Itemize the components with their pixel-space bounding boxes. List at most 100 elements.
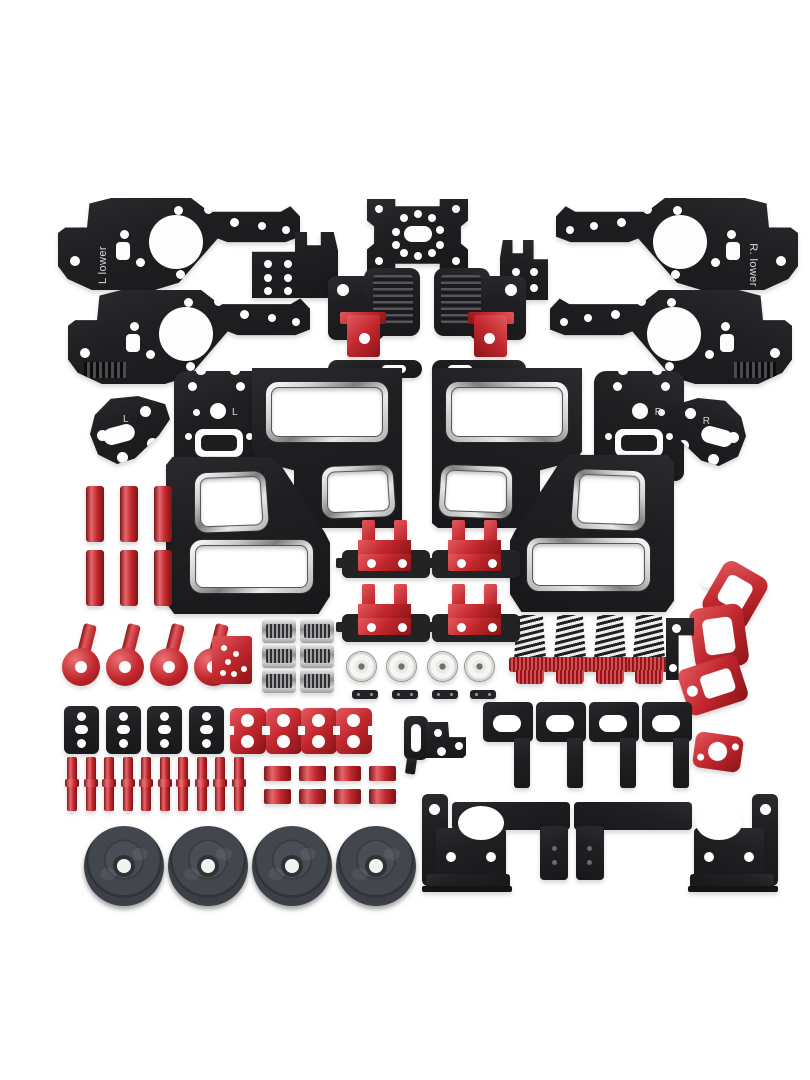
hole [455,742,463,750]
part-detail [589,657,631,672]
pad-plate-black [64,706,99,754]
part-detail [549,657,591,672]
frame-plate-lower-right [510,450,674,612]
part-detail [266,674,292,688]
hole [147,438,158,449]
pad-plate-red [265,708,303,754]
hole [452,205,460,213]
hole [216,260,225,269]
hole [436,226,444,234]
part-detail [369,859,383,873]
hole [284,260,292,268]
hole [277,735,290,748]
part-detail [546,715,574,732]
hole [117,452,128,463]
hole [258,222,266,230]
ribbed-pin [102,757,116,811]
hole [530,284,538,292]
part-detail [321,464,396,519]
hole [230,218,239,227]
hole [437,747,446,756]
hole [214,297,223,306]
belt-tensioner-clip [426,584,520,642]
hole [618,367,628,375]
part-detail [532,543,645,586]
idler-pulley [300,644,334,668]
part-detail [117,859,131,873]
hole [661,382,670,391]
flanged-bearing [427,651,458,682]
hole [611,310,620,319]
part-detail [199,475,264,528]
part-detail [384,848,400,860]
part-detail [266,624,292,638]
cam-lever [104,622,150,686]
hole [75,661,87,673]
extruder-mount-left [328,268,422,378]
hole [770,348,780,358]
standoff-tube [154,486,172,542]
hole [230,367,240,375]
part-detail [195,545,308,588]
part-detail [596,670,624,684]
hole [392,241,400,249]
hole [101,422,137,447]
part-detail [509,657,551,672]
part-detail [121,779,135,787]
hand-wheel [84,826,164,906]
hole [236,382,245,391]
leveling-spring-knob [628,615,670,685]
hole [428,249,436,257]
hole [231,671,237,677]
hole [566,226,574,234]
idler-pulley [262,619,296,643]
hole [117,725,130,734]
part-detail [190,540,313,593]
ribbed-pin [65,757,79,811]
hole [246,433,253,440]
part-detail [448,604,501,619]
part-detail [652,715,680,732]
xy-joint-plate-l-lower: L lower [58,198,300,290]
hole [200,725,213,734]
hole [647,307,701,361]
part-detail [576,473,641,526]
pad-plate-black [147,706,182,754]
hole [590,222,598,230]
hole [721,322,730,331]
hole [392,228,400,236]
hole [347,714,360,727]
hole [368,726,373,735]
hole [560,318,568,326]
hole [505,284,517,296]
part-detail [448,540,501,555]
hole [70,256,80,266]
part-detail [493,715,521,732]
pad-plate-black [189,706,224,754]
hole [233,651,239,657]
hole [176,270,185,279]
hole [673,206,682,215]
hole [264,274,272,282]
hook-rail-bracket [536,702,586,788]
part-detail [550,290,792,384]
extruder-mount-right [432,268,526,378]
x-carriage-plate [367,199,468,271]
spacer-ring [369,789,396,804]
hole [136,258,145,267]
part-detail [527,538,650,591]
cam-lever [148,622,194,686]
part-detail [358,604,411,619]
hole [312,714,325,727]
part-detail [437,693,440,696]
part-detail [285,859,299,873]
hole [637,297,646,306]
hole [221,645,227,651]
engraving-r-lower: R. lower [747,243,759,287]
hole [284,287,292,295]
part-detail [552,846,557,851]
hole [262,726,267,735]
hole [126,334,140,352]
hole [268,314,276,322]
part-detail [450,693,453,696]
